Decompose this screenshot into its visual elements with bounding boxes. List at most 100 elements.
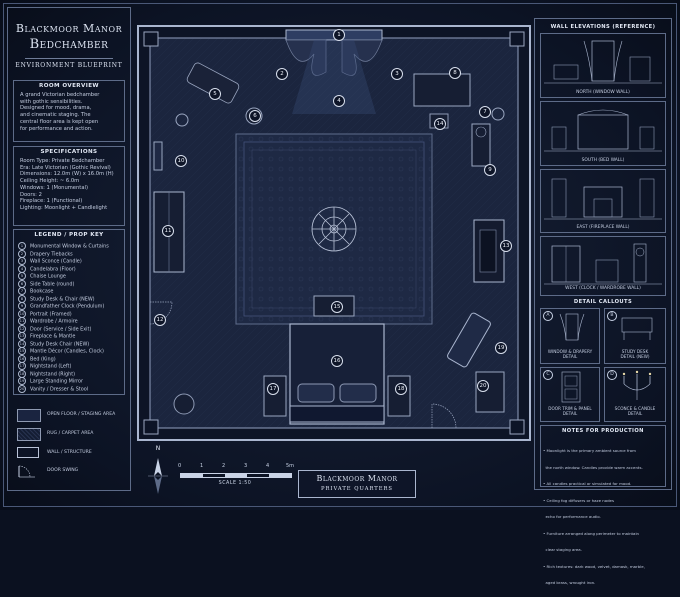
fireplace-hearth [479, 229, 497, 273]
marker-12: 12 [154, 314, 166, 326]
key-label: Rug / Carpet Area [47, 431, 94, 436]
spec-line: Doors: 2 [20, 191, 42, 198]
standing-mirror [447, 312, 491, 368]
spec-line: Room Type: Private Bedchamber [20, 158, 105, 164]
floor-plan [137, 25, 531, 441]
sheet-border [3, 3, 677, 507]
callout-label-line: Sconce & Candle [614, 406, 656, 411]
callout-label-line: Study Desk [621, 349, 649, 354]
key-swatch-wall [17, 447, 39, 458]
note-line: • All candles practical or simulated for… [543, 481, 632, 486]
overview-line: A grand Victorian bedchamber [20, 92, 100, 98]
legend-label: Bookcase [30, 288, 54, 295]
callout-label: Door Trim & Panel Detail [540, 406, 600, 416]
callout-a [540, 308, 600, 364]
elevation-north [540, 33, 666, 98]
legend-label: Bed (King) [30, 356, 56, 362]
marker-20: 20 [477, 380, 489, 392]
north-label: N [155, 445, 161, 452]
notes-text: • Moonlight is the primary ambient sourc… [543, 437, 665, 597]
marker-8: 8 [449, 67, 461, 79]
compass-north-icon [148, 458, 168, 494]
callout-label-line: Detail [562, 354, 578, 359]
elevation-south-drawing [544, 109, 662, 152]
legend-number: 20 [18, 384, 26, 393]
overview-text: A grand Victorian bedchamber with gothic… [20, 92, 122, 132]
spec-line: Era: Late Victorian (Gothic Revival) [20, 164, 111, 171]
marker-9: 9 [484, 164, 496, 176]
elevation-east-drawing [544, 178, 662, 220]
marker-5: 5 [209, 88, 221, 100]
legend-label: Chaise Lounge [30, 273, 66, 280]
legend-label: Study Desk & Chair (NEW) [30, 296, 95, 302]
right-column [534, 18, 672, 490]
legend-label: Vanity / Dresser & Stool [30, 386, 89, 392]
note-line: aged brass, wrought iron. [543, 580, 596, 585]
legend-heading: Legend / Prop Key [34, 232, 104, 238]
door-trim-detail [561, 371, 581, 403]
corner-column [509, 419, 525, 435]
scale-tick: 2 [222, 463, 226, 469]
callout-letter: B [607, 311, 617, 321]
elevation-west [540, 236, 666, 296]
note-line: • Furniture arranged along perimeter to … [543, 530, 639, 536]
key-swatch-open-floor [17, 409, 41, 422]
cartouche-line-2: Private Quarters [321, 486, 393, 492]
legend-label: Nightstand (Left) [30, 363, 72, 370]
candelabra [491, 107, 505, 121]
corner-column [509, 31, 525, 47]
spec-line: Ceiling Height: ~ 6.0m [20, 178, 80, 185]
moonlight [292, 40, 376, 114]
nightstand-right [387, 375, 411, 417]
elevation-west-drawing [544, 243, 662, 285]
title-line-1: Blackmoor Manor [15, 22, 123, 35]
marker-7: 7 [479, 106, 491, 118]
corner-column [143, 31, 159, 47]
legend-label: Drapery Tiebacks [30, 251, 73, 257]
scale-tick: 4 [266, 463, 270, 469]
legend-label: Study Desk Chair (NEW) [30, 341, 90, 347]
curtain-left [285, 39, 327, 76]
legend-label: Fireplace & Mantle [30, 333, 76, 340]
elevation-label: North (Window Wall) [576, 90, 630, 95]
spec-line: Dimensions: 12.0m (W) x 16.0m (H) [20, 171, 114, 178]
specs-text: Room Type: Private Bedchamber Era: Late … [20, 158, 124, 212]
elevation-north-drawing [544, 40, 662, 84]
callout-letter: A [543, 311, 553, 321]
callout-label-line: Detail [627, 411, 643, 416]
legend-label: Door (Service / Side Exit) [30, 326, 92, 332]
blueprint-sheet: Blackmoor Manor Bedchamber Environment B… [0, 0, 680, 585]
overview-line: and cinematic staging. The [20, 112, 91, 119]
marker-19: 19 [495, 342, 507, 354]
elevation-label: South (Bed Wall) [581, 158, 625, 163]
spec-line: Windows: 1 (Monumental) [20, 184, 88, 191]
nightstand-left [263, 375, 287, 417]
marker-3: 3 [391, 68, 403, 80]
legend-label: Large Standing Mirror [30, 378, 84, 385]
note-line: the north window. Candles provide warm a… [543, 464, 643, 470]
overview-line: with gothic sensibilities. [20, 98, 83, 105]
door-swing-icon [18, 465, 35, 478]
specs-heading: Specifications [40, 149, 98, 155]
marker-10: 10 [175, 155, 187, 167]
legend-label: Nightstand (Right) [30, 371, 76, 377]
pillow [339, 383, 377, 403]
callout-label-line: Window & Drapery [547, 349, 593, 354]
legend-label: Monumental Window & Curtains [30, 243, 109, 250]
note-line: echo for performance audio. [543, 514, 601, 519]
callouts-heading: Detail Callouts [573, 299, 633, 305]
callout-letter: D [607, 370, 617, 380]
legend-label: Portrait (Framed) [30, 311, 72, 317]
marker-6: 6 [249, 110, 261, 122]
title-divider [25, 58, 113, 59]
note-line: clear staging area. [543, 547, 582, 552]
callout-b [604, 308, 666, 364]
cartouche-line-1: Blackmoor Manor [316, 474, 398, 483]
scale-label: Scale 1:50 [218, 481, 252, 486]
callout-d [604, 367, 666, 422]
clock-face [475, 126, 487, 138]
cartouche [298, 470, 416, 498]
legend-label: Grandfather Clock (Pendulum) [30, 303, 105, 310]
legend-item: 20 Vanity / Dresser & Stool [18, 384, 89, 393]
specs-box [13, 146, 125, 226]
